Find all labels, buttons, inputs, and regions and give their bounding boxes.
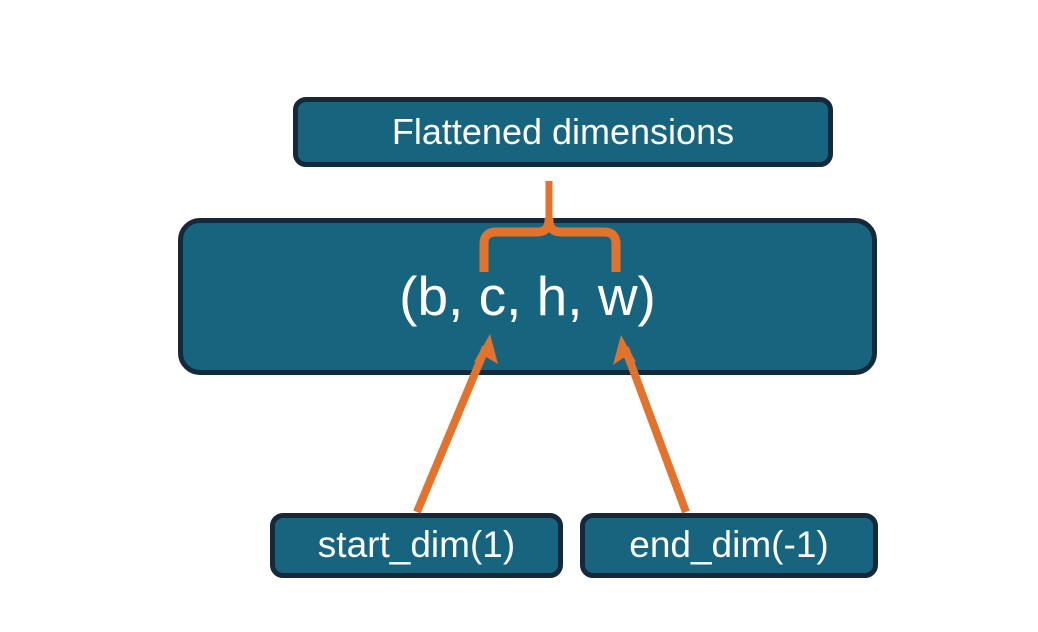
end-dim-label: end_dim(-1) — [629, 524, 829, 566]
start-dim-label: start_dim(1) — [317, 524, 516, 566]
tensor-shape-box: (b, c, h, w) — [178, 218, 877, 375]
flattened-dimensions-box: Flattened dimensions — [293, 97, 833, 167]
tensor-shape-label: (b, c, h, w) — [399, 264, 656, 327]
end-dim-box: end_dim(-1) — [580, 513, 878, 578]
flattened-dimensions-label: Flattened dimensions — [391, 111, 735, 153]
start-dim-box: start_dim(1) — [270, 513, 563, 578]
